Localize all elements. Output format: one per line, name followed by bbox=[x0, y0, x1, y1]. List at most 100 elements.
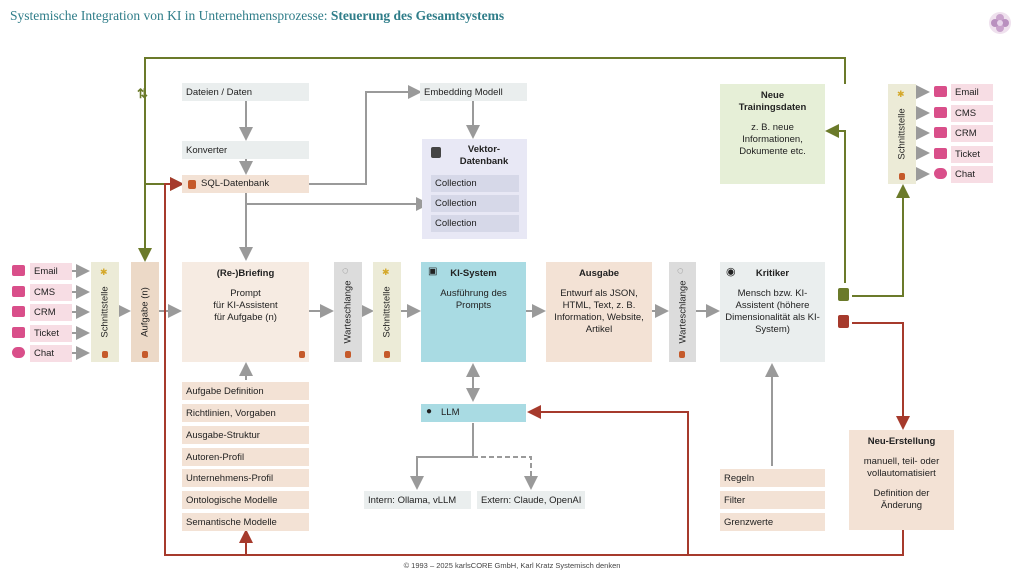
critic-title: Kritiker bbox=[755, 268, 790, 279]
target-ticket[interactable]: Ticket bbox=[951, 146, 993, 163]
briefing-item[interactable]: Ausgabe-Struktur bbox=[182, 426, 309, 444]
gears-icon: ✱ bbox=[897, 89, 905, 99]
source-email[interactable]: Email bbox=[30, 263, 72, 280]
critic-body-2: Assistent (höhere bbox=[735, 300, 810, 311]
source-cms[interactable]: CMS bbox=[30, 284, 72, 301]
briefing-body-2: für KI-Assistent bbox=[213, 300, 278, 311]
output-body-1: Entwurf als JSON, bbox=[560, 288, 638, 299]
critic-box[interactable]: ◉ Kritiker Mensch bzw. KI- Assistent (hö… bbox=[720, 262, 825, 362]
briefing-item[interactable]: Ontologische Modelle bbox=[182, 491, 309, 509]
footer-copyright: © 1993 – 2025 karlsCORE GmbH, Karl Kratz… bbox=[403, 561, 621, 570]
briefing-body-1: Prompt bbox=[230, 288, 261, 299]
cms-edit-icon bbox=[12, 286, 25, 297]
briefing-item[interactable]: Unternehmens-Profil bbox=[182, 469, 309, 487]
output-body-4: Artikel bbox=[585, 324, 613, 335]
email-icon bbox=[934, 86, 947, 97]
briefing-box[interactable]: (Re-)Briefing Prompt für KI-Assistent fü… bbox=[182, 262, 309, 362]
files-box[interactable]: Dateien / Daten bbox=[182, 83, 309, 101]
recreation-title: Neu-Erstellung bbox=[867, 436, 936, 447]
crm-card-icon bbox=[934, 127, 947, 138]
critic-body-3: Dimensionalität als KI- bbox=[725, 312, 820, 323]
converter-box[interactable]: Konverter bbox=[182, 141, 309, 159]
database-icon bbox=[345, 351, 351, 358]
recreation-body-4: Änderung bbox=[880, 500, 923, 511]
robot-icon: ▣ bbox=[428, 266, 438, 277]
gears-icon: ✱ bbox=[382, 267, 390, 277]
loading-spinner-icon: ◌ bbox=[677, 265, 684, 277]
output-body-3: Information, Website, bbox=[554, 312, 644, 323]
interface-middle[interactable]: ✱ Schnittstelle bbox=[373, 262, 401, 362]
source-ticket[interactable]: Ticket bbox=[30, 325, 72, 342]
ki-system-title: KI-System bbox=[450, 268, 497, 279]
interface-left-label: Schnittstelle bbox=[99, 286, 111, 338]
sql-database-box[interactable]: SQL-Datenbank bbox=[182, 175, 309, 193]
email-icon bbox=[12, 265, 25, 276]
collection-3[interactable]: Collection bbox=[431, 215, 519, 232]
queue-label-1: Warteschlange bbox=[342, 280, 354, 344]
embedding-model-box[interactable]: Embedding Modell bbox=[420, 83, 527, 101]
llm-box[interactable]: ● LLM bbox=[421, 404, 526, 422]
database-icon bbox=[188, 180, 196, 189]
briefing-body-3: für Aufgabe (n) bbox=[214, 312, 277, 323]
ticket-icon bbox=[12, 327, 25, 338]
queue-box-1[interactable]: ◌ Warteschlange bbox=[334, 262, 362, 362]
briefing-title: (Re-)Briefing bbox=[216, 268, 275, 279]
document-reject-icon[interactable] bbox=[838, 315, 849, 328]
training-data-box[interactable]: Neue Trainingsdaten z. B. neue Informati… bbox=[720, 84, 825, 184]
document-check-icon[interactable] bbox=[838, 288, 849, 301]
sync-icon[interactable]: ⇅ bbox=[137, 86, 148, 101]
target-chat[interactable]: Chat bbox=[951, 166, 993, 183]
task-label: Aufgabe (n) bbox=[139, 287, 151, 337]
llm-extern-box[interactable]: Extern: Claude, OpenAI bbox=[477, 491, 585, 509]
eye-icon: ◉ bbox=[726, 266, 736, 278]
interface-left[interactable]: ✱ Schnittstelle bbox=[91, 262, 119, 362]
database-icon bbox=[299, 351, 305, 358]
gears-icon: ✱ bbox=[100, 267, 108, 277]
queue-label-2: Warteschlange bbox=[677, 280, 688, 344]
collection-2[interactable]: Collection bbox=[431, 195, 519, 212]
llm-intern-box[interactable]: Intern: Ollama, vLLM bbox=[364, 491, 471, 509]
vector-database-box[interactable]: Vektor-Datenbank Collection Collection C… bbox=[422, 139, 527, 239]
task-box[interactable]: Aufgabe (n) bbox=[131, 262, 159, 362]
ki-system-body-2: Prompts bbox=[455, 300, 492, 311]
briefing-item[interactable]: Semantische Modelle bbox=[182, 513, 309, 531]
critic-item[interactable]: Filter bbox=[720, 491, 825, 509]
output-body-2: HTML, Text, z. B. bbox=[562, 300, 636, 311]
ticket-icon bbox=[934, 148, 947, 159]
interface-middle-label: Schnittstelle bbox=[381, 286, 393, 338]
source-crm[interactable]: CRM bbox=[30, 304, 72, 321]
recreation-box[interactable]: Neu-Erstellung manuell, teil- oder volla… bbox=[849, 430, 954, 530]
interface-right[interactable]: ✱ Schnittstelle bbox=[888, 84, 916, 184]
collection-1[interactable]: Collection bbox=[431, 175, 519, 192]
critic-item[interactable]: Grenzwerte bbox=[720, 513, 825, 531]
sql-database-label: SQL-Datenbank bbox=[201, 178, 270, 189]
briefing-item[interactable]: Aufgabe Definition bbox=[182, 382, 309, 400]
ki-system-box[interactable]: ▣ KI-System Ausführung des Prompts bbox=[421, 262, 526, 362]
llm-label: LLM bbox=[441, 407, 460, 418]
critic-item[interactable]: Regeln bbox=[720, 469, 825, 487]
critic-body-4: System) bbox=[755, 324, 790, 335]
recreation-body-3: Definition der bbox=[873, 488, 930, 499]
queue-box-2[interactable]: ◌ Warteschlange bbox=[669, 262, 696, 362]
training-title-2: Trainingsdaten bbox=[738, 102, 807, 113]
crm-card-icon bbox=[12, 306, 25, 317]
recreation-body-1: manuell, teil- oder bbox=[863, 456, 940, 467]
briefing-item[interactable]: Autoren-Profil bbox=[182, 448, 309, 466]
database-icon bbox=[142, 351, 148, 358]
briefing-item[interactable]: Richtlinien, Vorgaben bbox=[182, 404, 309, 422]
cms-edit-icon bbox=[934, 107, 947, 118]
target-cms[interactable]: CMS bbox=[951, 105, 993, 122]
database-icon bbox=[102, 351, 108, 358]
output-title: Ausgabe bbox=[578, 268, 620, 279]
logo-flower-icon bbox=[989, 12, 1011, 34]
chat-bubble-icon bbox=[934, 168, 947, 179]
source-chat[interactable]: Chat bbox=[30, 345, 72, 362]
loading-spinner-icon: ◌ bbox=[342, 265, 349, 277]
interface-right-label: Schnittstelle bbox=[896, 108, 908, 160]
database-icon bbox=[384, 351, 390, 358]
target-crm[interactable]: CRM bbox=[951, 125, 993, 142]
recreation-body-2: vollautomatisiert bbox=[867, 468, 936, 479]
target-email[interactable]: Email bbox=[951, 84, 993, 101]
output-box[interactable]: Ausgabe Entwurf als JSON, HTML, Text, z.… bbox=[546, 262, 652, 362]
